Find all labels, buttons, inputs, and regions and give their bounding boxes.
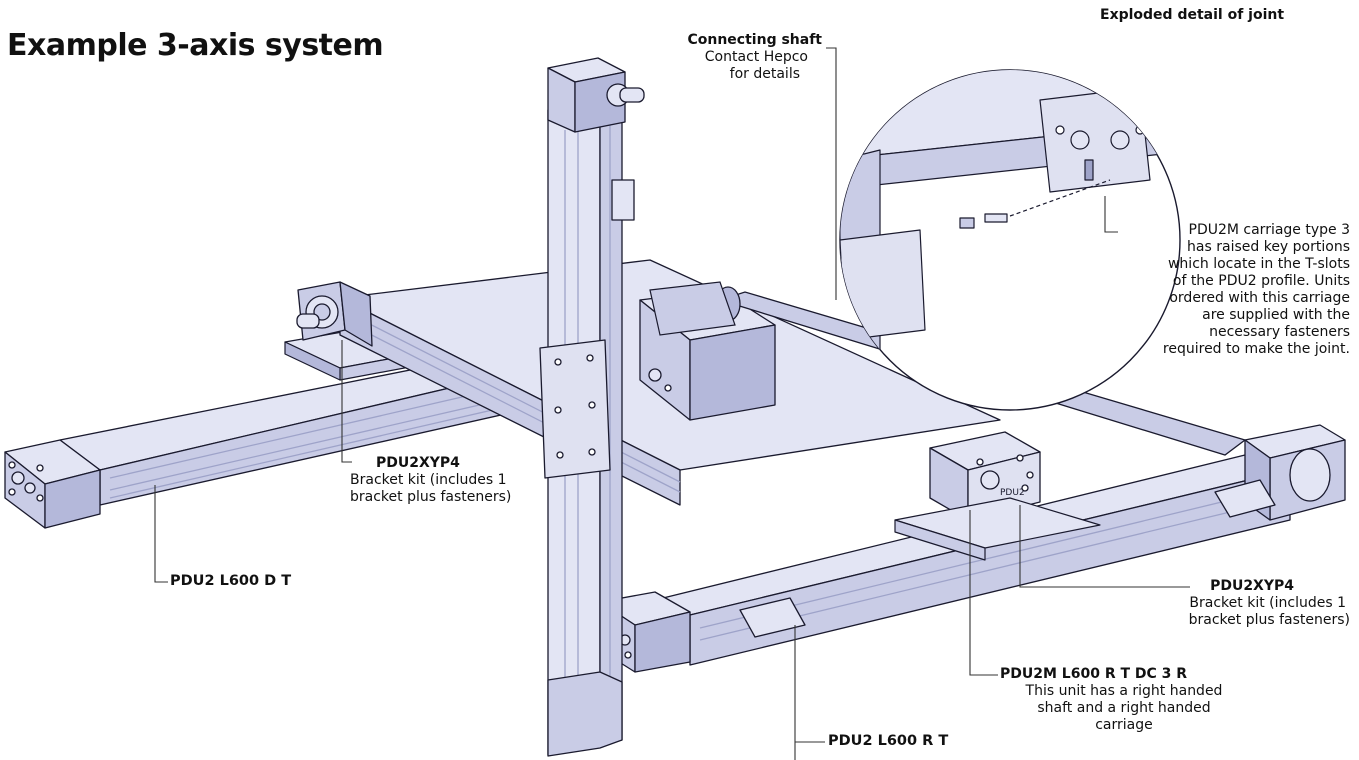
- callout-bracket-left: PDU2XYP4 Bracket kit (includes 1 bracket…: [340, 455, 540, 506]
- label-pdu2-left: PDU2 L600 D T: [170, 573, 292, 589]
- leader-lines: [154, 47, 1190, 760]
- callout-name: Connecting shaft: [687, 32, 822, 48]
- callout-name: PDU2XYP4: [1210, 578, 1294, 594]
- callout-name: PDU2XYP4: [376, 455, 460, 471]
- callout-line: Contact Hepco: [704, 49, 808, 65]
- callout-connecting-shaft: Connecting shaft Contact Hepco for detai…: [622, 32, 822, 83]
- page-title: Example 3-axis system: [7, 28, 384, 63]
- callout-line: bracket plus fasteners): [1188, 612, 1350, 628]
- part-marking: PDU2: [1000, 488, 1025, 498]
- note-line: are supplied with the: [1202, 307, 1350, 323]
- callout-line: carriage: [1095, 717, 1153, 733]
- callout-line: This unit has a right handed: [1025, 683, 1223, 699]
- z-axis-column: [539, 57, 645, 757]
- callout-line: for details: [729, 66, 800, 82]
- note-line: PDU2M carriage type 3: [1188, 222, 1351, 238]
- shaft-end-block: [649, 281, 736, 336]
- note-line: has raised key portions: [1187, 239, 1350, 255]
- callout-bracket-right: PDU2XYP4 Bracket kit (includes 1 bracket…: [1125, 578, 1350, 629]
- detail-title: Exploded detail of joint: [1100, 7, 1285, 23]
- callout-carriage-note: PDU2M carriage type 3 has raised key por…: [1115, 222, 1350, 358]
- note-line: of the PDU2 profile. Units: [1172, 273, 1350, 289]
- callout-line: Bracket kit (includes 1: [1189, 595, 1346, 611]
- note-line: required to make the joint.: [1162, 341, 1350, 357]
- note-line: ordered with this carriage: [1169, 290, 1350, 306]
- callout-line: shaft and a right handed: [1037, 700, 1211, 716]
- callout-pdu2m: PDU2M L600 R T DC 3 R This unit has a ri…: [990, 666, 1258, 734]
- callout-line: Bracket kit (includes 1: [350, 472, 507, 488]
- note-line: necessary fasteners: [1209, 324, 1350, 340]
- note-line: which locate in the T-slots: [1167, 256, 1350, 272]
- label-pdu2-bottom: PDU2 L600 R T: [828, 733, 949, 749]
- callout-line: bracket plus fasteners): [350, 489, 512, 505]
- callout-name: PDU2M L600 R T DC 3 R: [1000, 666, 1188, 682]
- x-axis-unit: PDU2: [296, 259, 1041, 521]
- bracket-right-part: [894, 497, 1101, 561]
- exploded-detail: [839, 69, 1181, 411]
